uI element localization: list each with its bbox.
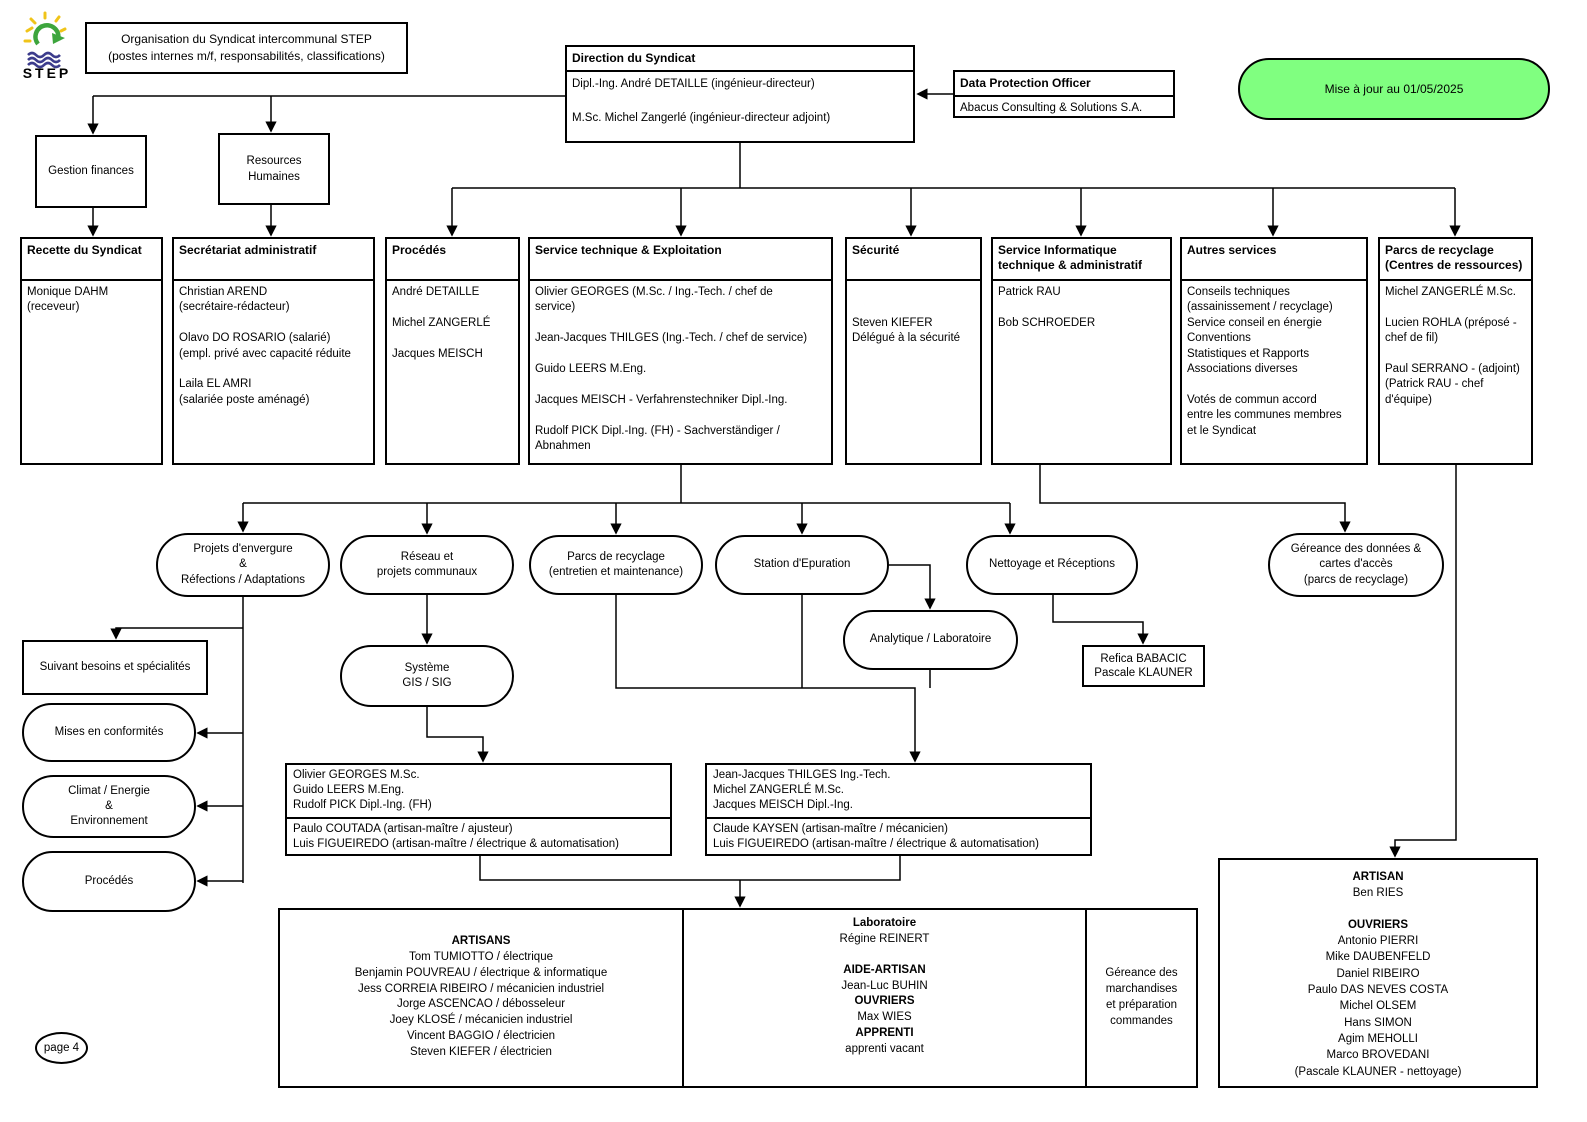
dept-autres-services-header: Autres services [1182, 239, 1366, 281]
direction-header: Direction du Syndicat [567, 47, 913, 72]
apprenti-title: APPRENTI [855, 1027, 914, 1040]
dept-procedes-staff: André DETAILLE Michel ZANGERLÉ Jacques M… [392, 286, 491, 360]
artisan-title: ARTISAN [1352, 871, 1404, 883]
dept-procedes-header: Procédés [387, 239, 518, 281]
parcs-ouvriers-title: OUVRIERS [1347, 918, 1409, 931]
team-exploitation-artisans: Paulo COUTADA (artisan-maître / ajusteur… [293, 822, 619, 850]
dept-procedes-box: Procédés André DETAILLE Michel ZANGERLÉ … [385, 237, 520, 465]
dept-informatique-staff: Patrick RAU Bob SCHROEDER [998, 286, 1096, 329]
unit-procedes: Procédés [22, 851, 196, 912]
logo-text: STEP [23, 65, 72, 80]
step-logo: STEP [20, 10, 74, 81]
dept-recette-header: Recette du Syndicat [22, 239, 161, 281]
dept-securite-header: Sécurité [847, 239, 980, 281]
unit-parcs-entretien: Parcs de recyclage(entretien et maintena… [529, 535, 703, 595]
unit-mises-conformites: Mises en conformités [22, 703, 196, 762]
title-line1: Organisation du Syndicat intercommunal S… [121, 32, 372, 47]
update-badge: Mise à jour au 01/05/2025 [1238, 58, 1550, 120]
dept-service-technique-staff: Olivier GEORGES (M.Sc. / Ing.-Tech. / ch… [535, 286, 808, 453]
dept-parcs-recyclage-box: Parcs de recyclage(Centres de ressources… [1378, 237, 1533, 465]
logo-recycle-arrow [33, 23, 65, 46]
aide-artisan-name: Jean-Luc BUHIN [841, 979, 928, 992]
title-box: Organisation du Syndicat intercommunal S… [85, 22, 408, 74]
suivant-besoins-box: Suivant besoins et spécialités [22, 640, 208, 695]
dept-autres-services-box: Autres services Conseils techniques(assa… [1180, 237, 1368, 465]
dept-parcs-recyclage-staff: Michel ZANGERLÉ M.Sc. Lucien ROHLA (prép… [1385, 286, 1520, 406]
dept-service-technique-box: Service technique & Exploitation Olivier… [528, 237, 833, 465]
team-station-artisans: Claude KAYSEN (artisan-maître / mécanici… [713, 822, 1039, 850]
aide-artisan-title: AIDE-ARTISAN [843, 963, 926, 976]
title-line2: (postes internes m/f, responsabilités, c… [108, 49, 385, 63]
artisan-name: Ben RIES [1352, 887, 1404, 900]
laboratoire-name: Régine REINERT [839, 932, 930, 945]
unit-gereance-donnees: Géreance des données &cartes d'accès(par… [1268, 533, 1444, 597]
laboratoire-title: Laboratoire [852, 917, 917, 929]
laboratoire-column: Laboratoire Régine REINERT AIDE-ARTISAN … [682, 910, 1087, 1086]
parcs-staff-box: ARTISAN Ben RIES OUVRIERS Antonio PIERRI… [1218, 858, 1538, 1088]
dept-autres-services-staff: Conseils techniques(assainissement / rec… [1187, 286, 1342, 437]
dept-recette-box: Recette du Syndicat Monique DAHM(receveu… [20, 237, 163, 465]
dpo-box: Data Protection Officer Abacus Consultin… [953, 70, 1175, 118]
team-exploitation-engineers: Olivier GEORGES M.Sc.Guido LEERS M.Eng.R… [287, 765, 670, 819]
logo-sun-rays [23, 11, 67, 43]
unit-nettoyage-receptions: Nettoyage et Réceptions [966, 535, 1138, 595]
page-number-badge: page 4 [35, 1032, 88, 1064]
ouvriers-title: OUVRIERS [854, 995, 915, 1008]
dept-secretariat-box: Secrétariat administratif Christian AREN… [172, 237, 375, 465]
dept-service-technique-header: Service technique & Exploitation [530, 239, 831, 281]
ouvriers-name: Max WIES [857, 1011, 912, 1024]
gestion-finances-box: Gestion finances [35, 135, 147, 208]
direction-staff: Dipl.-Ing. André DETAILLE (ingénieur-dir… [572, 77, 831, 125]
dept-secretariat-staff: Christian AREND(secrétaire-rédacteur) Ol… [179, 286, 351, 406]
unit-projets-envergure: Projets d'envergure&Réfections / Adaptat… [156, 533, 330, 597]
dept-secretariat-header: Secrétariat administratif [174, 239, 373, 281]
dept-parcs-recyclage-header: Parcs de recyclage(Centres de ressources… [1380, 239, 1531, 281]
dept-recette-staff: Monique DAHM(receveur) [27, 286, 109, 314]
logo-waves [27, 51, 61, 69]
dpo-company: Abacus Consulting & Solutions S.A. [960, 101, 1143, 114]
unit-station-epuration: Station d'Epuration [715, 535, 889, 595]
direction-box: Direction du Syndicat Dipl.-Ing. André D… [565, 45, 915, 143]
team-station-engineers: Jean-Jacques THILGES Ing.-Tech.Michel ZA… [707, 765, 1090, 819]
artisans-title: ARTISANS [451, 935, 511, 947]
apprenti-name: apprenti vacant [845, 1043, 924, 1056]
dpo-header: Data Protection Officer [955, 72, 1173, 97]
team-station-box: Jean-Jacques THILGES Ing.-Tech.Michel ZA… [705, 763, 1092, 856]
unit-analytique-laboratoire: Analytique / Laboratoire [843, 610, 1018, 670]
unit-climat-energie: Climat / Energie&Environnement [22, 775, 196, 838]
team-exploitation-box: Olivier GEORGES M.Sc.Guido LEERS M.Eng.R… [285, 763, 672, 856]
